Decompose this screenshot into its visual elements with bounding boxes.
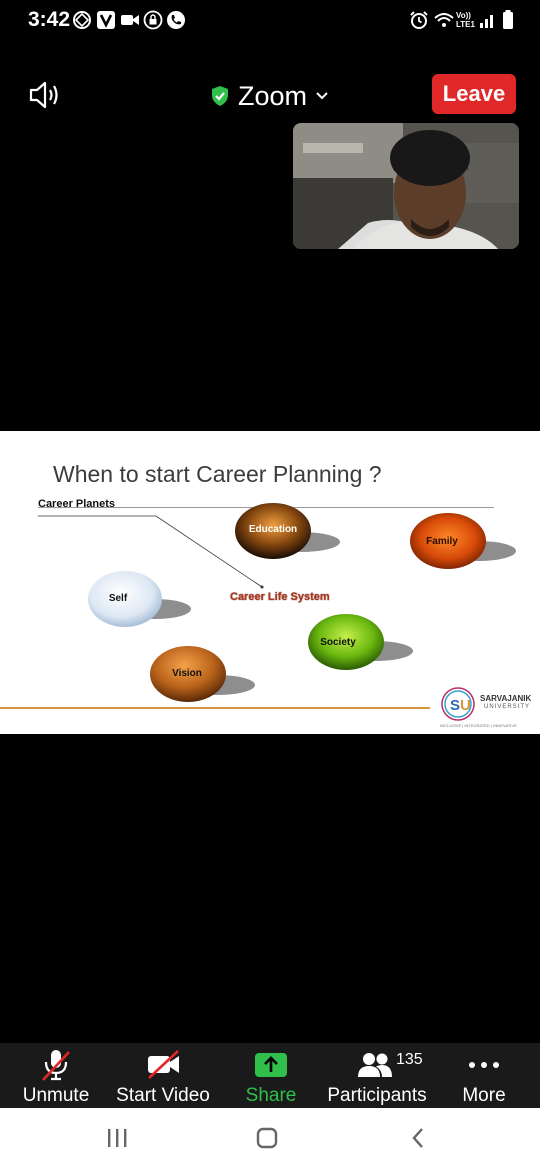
signal-icon	[480, 15, 493, 28]
participants-button[interactable]: 135 Participants	[322, 1043, 432, 1108]
unmute-button[interactable]: Unmute	[14, 1043, 98, 1108]
unmute-label: Unmute	[22, 1085, 90, 1106]
education-planet	[235, 503, 311, 559]
network-type: Vo)) LTE1	[456, 11, 475, 29]
video-off-icon	[148, 1050, 179, 1079]
more-button[interactable]: More	[450, 1043, 518, 1108]
video-call-icon	[121, 15, 139, 25]
recent-apps-icon[interactable]	[106, 1128, 128, 1148]
participants-count: 135	[396, 1051, 423, 1068]
society-planet	[308, 614, 384, 670]
meeting-title: Zoom	[238, 80, 308, 111]
family-label: Family	[426, 536, 458, 547]
participants-label: Participants	[327, 1085, 427, 1106]
society-label: Society	[320, 637, 356, 648]
phone-call-icon	[167, 11, 185, 29]
speaker-icon[interactable]	[28, 80, 64, 110]
sarvajanik-logo: S U	[441, 687, 475, 721]
vision-label: Vision	[172, 668, 202, 679]
lock-icon	[143, 10, 163, 30]
do-not-disturb-icon	[73, 11, 91, 29]
microphone-muted-icon	[42, 1050, 70, 1081]
career-life-system-label: Career Life System	[230, 591, 330, 603]
self-label: Self	[108, 593, 128, 604]
self-planet	[88, 571, 162, 627]
shield-check-icon	[212, 86, 228, 106]
education-label: Education	[248, 524, 298, 535]
svg-text:U: U	[460, 697, 471, 714]
svg-text:S: S	[450, 697, 460, 714]
status-bar: 3:42 Vo)) LTE1	[0, 0, 540, 42]
start-video-label: Start Video	[116, 1085, 210, 1106]
more-dots-icon	[469, 1062, 499, 1068]
meeting-toolbar: Unmute Start Video Share 135 Participant…	[0, 1043, 540, 1108]
participant-video-frame	[293, 123, 519, 249]
family-planet	[410, 513, 486, 569]
share-label: Share	[245, 1085, 297, 1106]
chevron-down-icon	[316, 92, 328, 100]
shared-screen: When to start Career Planning ? Career P…	[0, 431, 540, 734]
battery-icon	[503, 10, 513, 29]
slide-title: When to start Career Planning ?	[53, 461, 382, 487]
leave-button[interactable]: Leave	[432, 74, 516, 114]
v-app-icon	[97, 11, 115, 29]
system-navigation-bar	[0, 1108, 540, 1170]
wifi-icon	[434, 13, 454, 27]
share-button[interactable]: Share	[236, 1043, 306, 1108]
slide-footer-rule	[0, 707, 430, 709]
participants-icon	[358, 1053, 392, 1077]
participant-video[interactable]	[293, 123, 519, 249]
career-planets-diagram: S U	[0, 503, 516, 721]
back-icon[interactable]	[410, 1127, 426, 1149]
status-time: 3:42	[28, 8, 71, 31]
alarm-icon	[410, 11, 428, 29]
home-icon[interactable]	[256, 1127, 278, 1149]
vision-planet	[150, 646, 226, 702]
share-screen-icon	[255, 1053, 287, 1077]
start-video-button[interactable]: Start Video	[110, 1043, 216, 1108]
logo-name: SARVAJANIK	[480, 694, 532, 703]
connector-line	[38, 515, 263, 588]
connector-dot	[260, 585, 264, 589]
logo-tagline: INCLUSIVE | INTEGRATED | INNOVATIVE	[440, 723, 517, 728]
more-label: More	[462, 1085, 506, 1106]
logo-subtitle: UNIVERSITY	[484, 704, 531, 710]
meeting-title-dropdown[interactable]: Zoom	[210, 78, 329, 114]
